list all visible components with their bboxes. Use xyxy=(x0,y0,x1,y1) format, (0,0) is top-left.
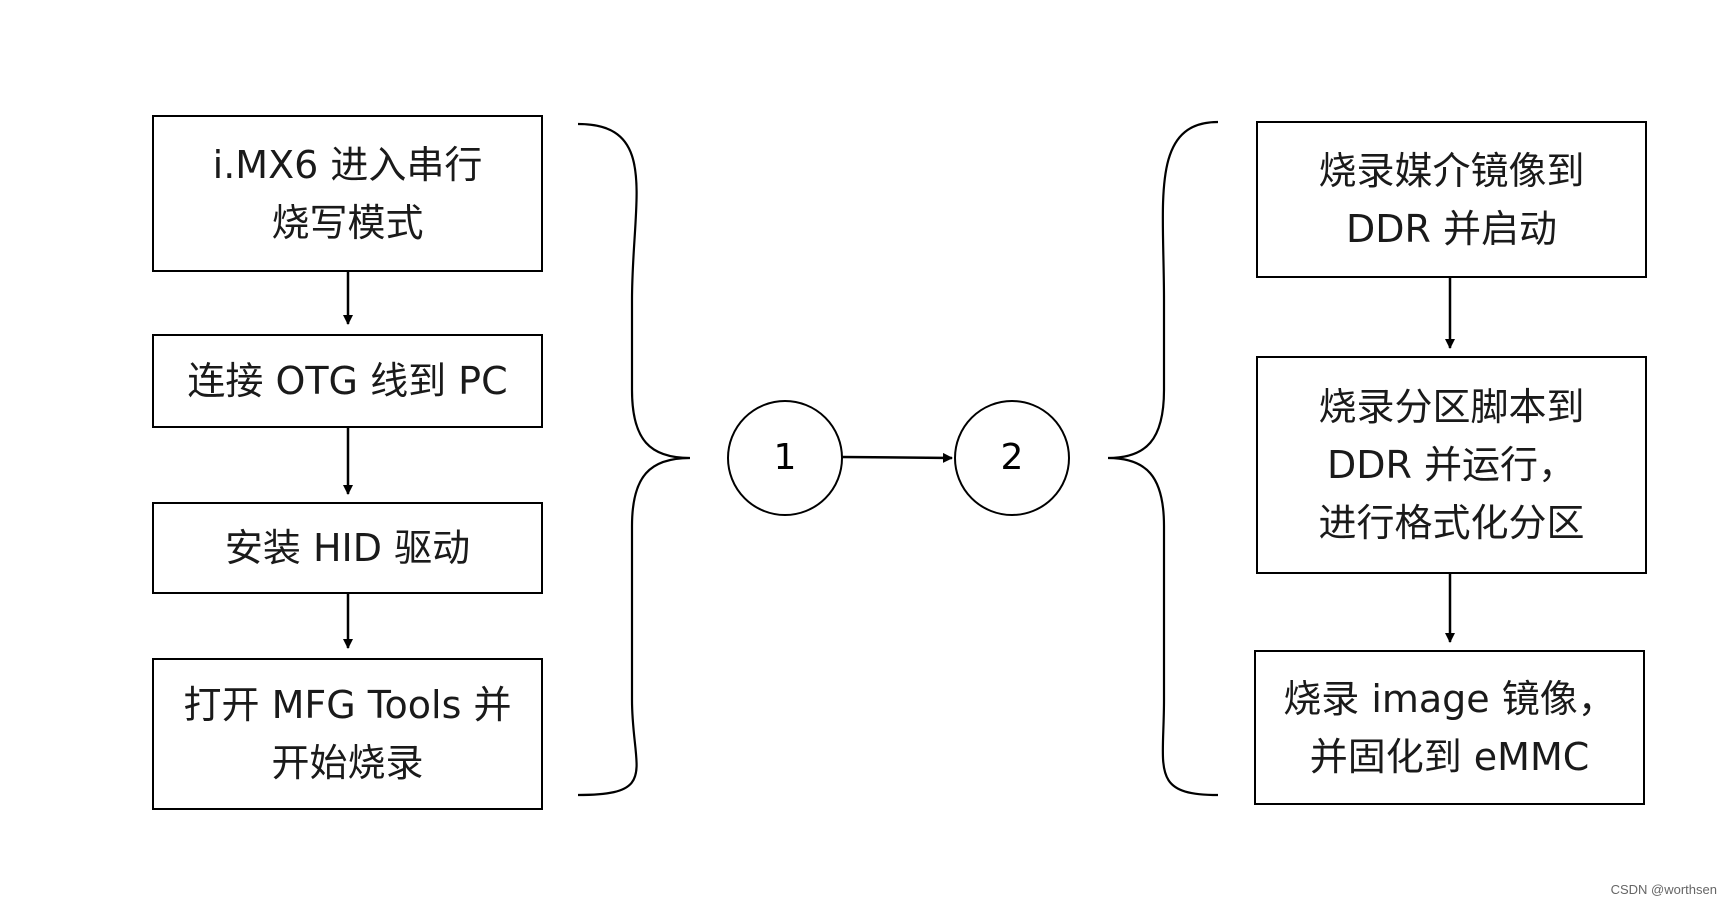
left-step-2: 连接 OTG 线到 PC xyxy=(152,334,543,428)
stage-circle-2 xyxy=(954,400,1070,516)
left-step-3: 安装 HID 驱动 xyxy=(152,502,543,594)
watermark-text: CSDN @worthsen xyxy=(1610,882,1717,897)
left-step-4-line-2: 开始烧录 xyxy=(271,741,424,785)
right-step-3-line-1: 烧录 image 镜像， xyxy=(1283,676,1616,721)
left-step-3-line-1: 安装 HID 驱动 xyxy=(224,526,471,570)
left-step-1-line-2: 烧写模式 xyxy=(271,200,424,245)
left-group-brace xyxy=(577,122,691,797)
right-step-1-line-1: 烧录媒介镜像到 xyxy=(1318,148,1585,193)
left-step-1: i.MX6 进入串行 烧写模式 xyxy=(152,115,543,272)
right-step-2-line-3: 进行格式化分区 xyxy=(1318,501,1585,545)
stage-label-1: 1 xyxy=(773,437,797,478)
right-step-2: 烧录分区脚本到 DDR 并运行， 进行格式化分区 xyxy=(1256,356,1647,574)
right-step-1-line-2: DDR 并启动 xyxy=(1345,206,1557,251)
right-step-1: 烧录媒介镜像到 DDR 并启动 xyxy=(1256,121,1647,278)
right-step-3: 烧录 image 镜像， 并固化到 eMMC xyxy=(1254,650,1645,805)
arrow-stage-1-2 xyxy=(841,452,953,463)
right-step-2-line-1: 烧录分区脚本到 xyxy=(1318,385,1585,429)
right-step-2-line-2: DDR 并运行， xyxy=(1326,443,1576,487)
left-step-2-line-1: 连接 OTG 线到 PC xyxy=(187,359,508,403)
left-step-4: 打开 MFG Tools 并 开始烧录 xyxy=(152,658,543,810)
left-step-4-line-1: 打开 MFG Tools 并 xyxy=(183,683,512,727)
stage-label-2: 2 xyxy=(1000,437,1024,478)
right-group-brace xyxy=(1107,120,1219,797)
right-step-3-line-2: 并固化到 eMMC xyxy=(1309,734,1590,779)
left-step-1-line-1: i.MX6 进入串行 xyxy=(212,142,483,187)
